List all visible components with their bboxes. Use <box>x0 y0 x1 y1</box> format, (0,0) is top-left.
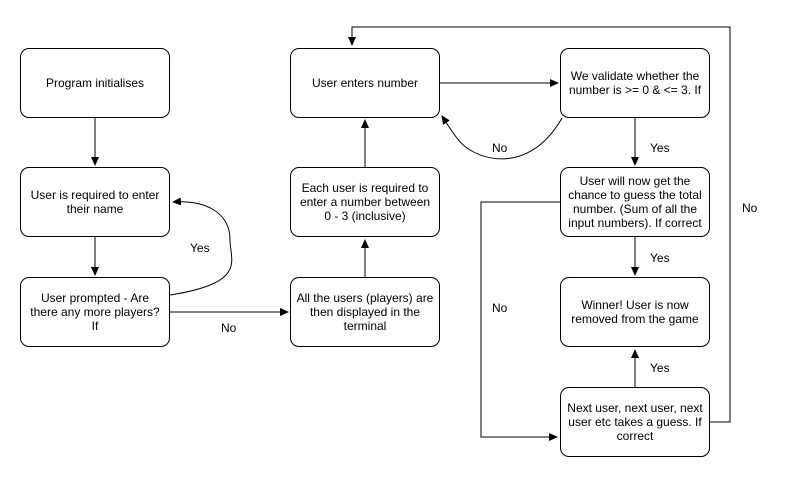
node-user-enters-number: User enters number <box>290 48 440 118</box>
label-more-players-no: No <box>221 321 237 335</box>
label-next-user-no: No <box>742 201 758 215</box>
label-more-players-yes: Yes <box>190 241 210 255</box>
label-guess-no: No <box>492 301 508 315</box>
node-players-displayed: All the users (players) are then display… <box>290 277 440 347</box>
node-program-initialises: Program initialises <box>20 48 170 118</box>
edge-next-no <box>348 26 731 423</box>
label-next-user-yes: Yes <box>650 361 670 375</box>
node-more-players: User prompted - Are there any more playe… <box>20 277 170 347</box>
edge-validate-no <box>441 115 563 160</box>
node-guess-total: User will now get the chance to guess th… <box>560 167 710 237</box>
edge-prompt-yes-loop <box>169 197 233 296</box>
node-enter-name: User is required to enter their name <box>20 167 170 237</box>
edge-guess-no <box>480 201 560 441</box>
label-validate-yes: Yes <box>650 141 670 155</box>
label-validate-no: No <box>492 141 508 155</box>
node-validate-number: We validate whether the number is >= 0 &… <box>560 48 710 118</box>
node-enter-number-requirement: Each user is required to enter a number … <box>290 167 440 237</box>
node-winner: Winner! User is now removed from the gam… <box>560 277 710 347</box>
node-next-user: Next user, next user, next user etc take… <box>560 387 710 457</box>
label-guess-yes: Yes <box>650 251 670 265</box>
